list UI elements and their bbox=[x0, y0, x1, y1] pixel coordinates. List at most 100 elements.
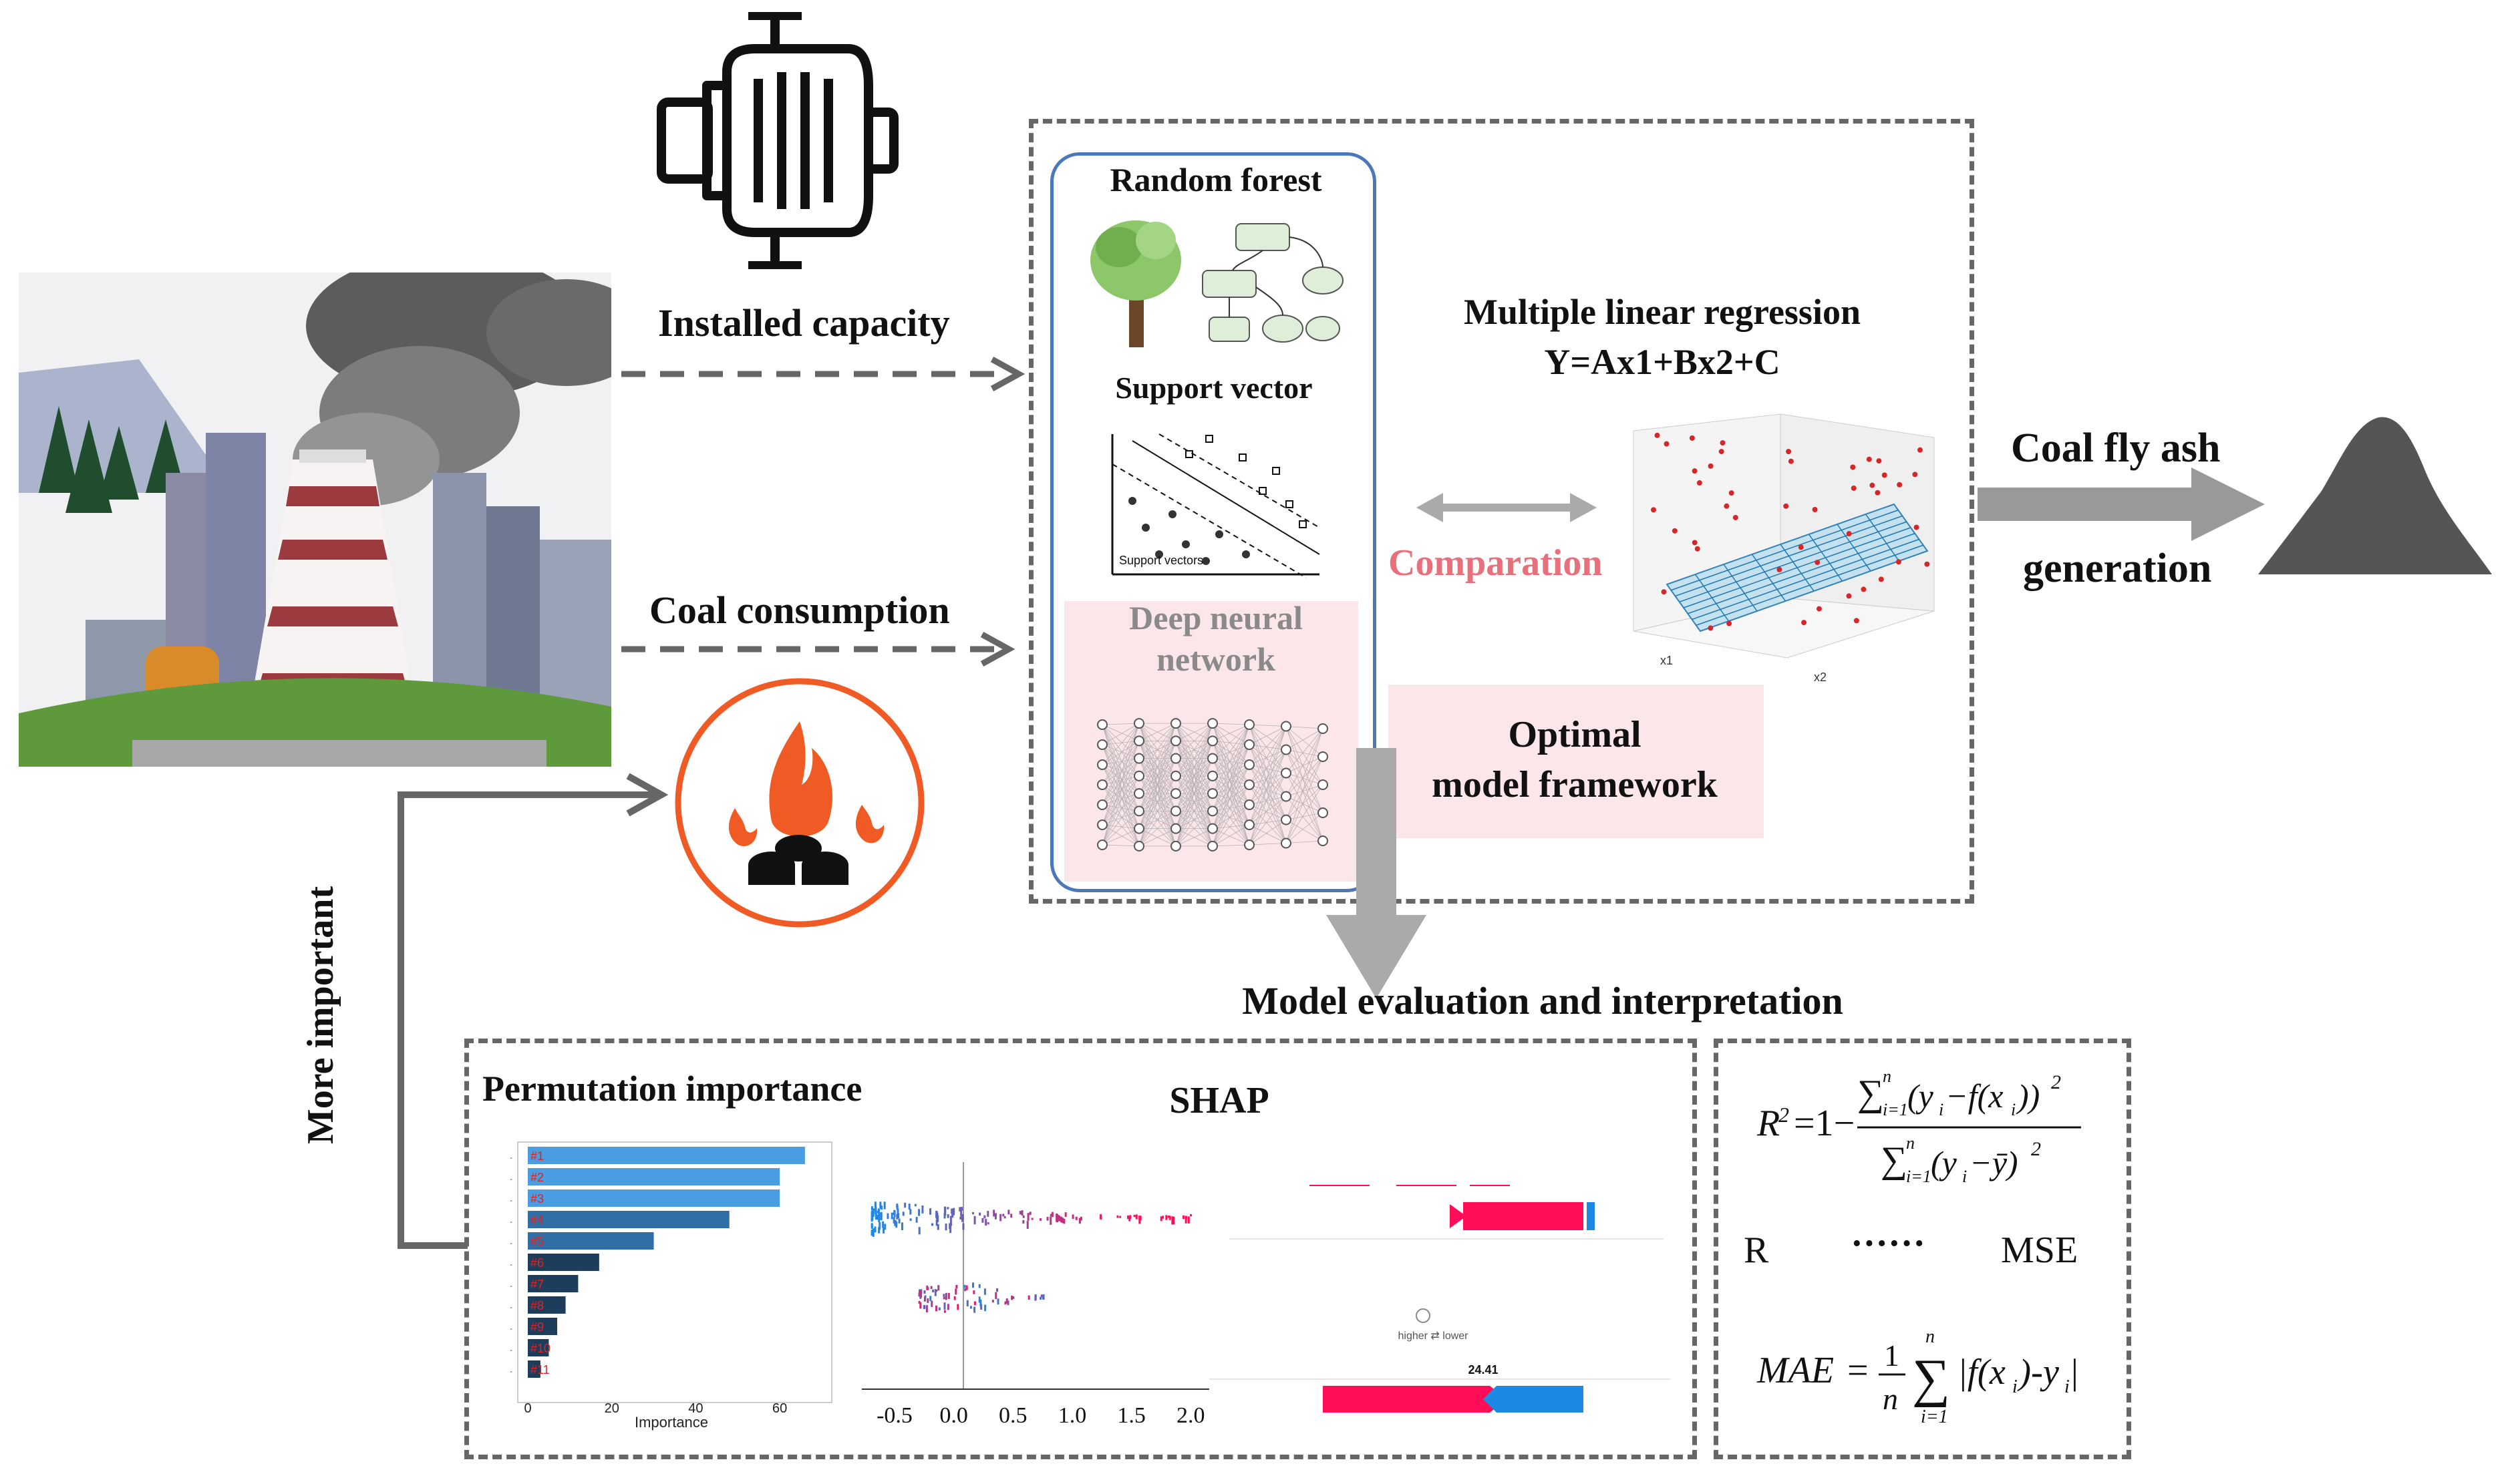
shap-point bbox=[961, 1207, 963, 1211]
shap-point bbox=[943, 1206, 946, 1216]
shap-point bbox=[931, 1223, 934, 1226]
shap-point bbox=[1050, 1216, 1052, 1225]
shap-tick: 2.0 bbox=[1176, 1403, 1205, 1428]
metric-formulas: R 2 =1− ∑ n i=1 (y i −f(x i )) 2 ∑ n i=1… bbox=[1744, 1067, 2081, 1427]
force-label: higher ⇄ lower bbox=[1398, 1330, 1468, 1342]
shap-point bbox=[872, 1228, 875, 1237]
shap-point bbox=[1100, 1214, 1102, 1219]
shap-point bbox=[981, 1218, 984, 1223]
dnn-node bbox=[1097, 799, 1108, 810]
shap-point bbox=[963, 1284, 966, 1288]
dnn-node bbox=[1134, 788, 1144, 799]
shap-tick: 0.0 bbox=[939, 1403, 968, 1428]
shap-point bbox=[945, 1292, 947, 1300]
shap-point bbox=[943, 1296, 945, 1300]
dnn-node bbox=[1170, 735, 1181, 747]
shap-point bbox=[879, 1201, 882, 1209]
svg-text:i: i bbox=[2064, 1376, 2070, 1397]
regression-point bbox=[1724, 503, 1730, 509]
importance-bar bbox=[528, 1275, 579, 1292]
shap-point bbox=[1028, 1295, 1030, 1300]
regression-point bbox=[1672, 528, 1678, 534]
svg-text:2: 2 bbox=[2031, 1138, 2041, 1160]
shap-tick: -0.5 bbox=[877, 1403, 913, 1428]
svg-text:2: 2 bbox=[1778, 1103, 1789, 1127]
shap-point bbox=[904, 1202, 907, 1208]
dnn-node bbox=[1097, 759, 1108, 770]
shap-point bbox=[951, 1210, 954, 1218]
support-vector-label: Support vector bbox=[1115, 371, 1313, 405]
shap-point bbox=[1187, 1216, 1190, 1224]
shap-point bbox=[921, 1205, 924, 1214]
svg-text:∑: ∑ bbox=[1912, 1349, 1950, 1408]
shap-point bbox=[937, 1285, 940, 1291]
random-forest-graphic bbox=[1090, 220, 1344, 347]
svg-text:-: - bbox=[510, 1174, 512, 1183]
regression-point bbox=[1718, 449, 1724, 455]
importance-tick: 60 bbox=[772, 1401, 787, 1416]
svg-text:i=1: i=1 bbox=[1921, 1407, 1948, 1427]
regression-point bbox=[1924, 561, 1930, 567]
regression-point bbox=[1897, 482, 1903, 488]
dnn-node bbox=[1281, 744, 1291, 755]
svg-text:i: i bbox=[1962, 1167, 1967, 1186]
optimal-line2: model framework bbox=[1432, 764, 1718, 805]
shap-point bbox=[918, 1292, 921, 1297]
regression-point bbox=[1661, 589, 1667, 595]
shap-point bbox=[1190, 1214, 1193, 1217]
support-vectors-note: Support vectors bbox=[1119, 554, 1203, 567]
regression-point bbox=[1798, 544, 1804, 550]
shap-title: SHAP bbox=[1169, 1080, 1269, 1121]
shap-point bbox=[871, 1224, 873, 1229]
shap-point bbox=[1127, 1215, 1130, 1220]
importance-bar-label: #11 bbox=[530, 1363, 550, 1376]
shap-point bbox=[919, 1302, 922, 1309]
shap-point bbox=[1034, 1294, 1037, 1298]
dnn-node bbox=[1170, 805, 1181, 817]
svg-text:i=1: i=1 bbox=[1883, 1100, 1908, 1119]
shap-point bbox=[959, 1216, 962, 1220]
svg-text:-: - bbox=[510, 1345, 512, 1354]
regression-point bbox=[1881, 472, 1887, 478]
shap-point bbox=[938, 1307, 941, 1311]
shap-point bbox=[950, 1223, 953, 1226]
shap-point bbox=[973, 1306, 976, 1313]
regression-point bbox=[1816, 606, 1822, 612]
dnn-node bbox=[1170, 753, 1181, 764]
regression-point bbox=[1692, 540, 1698, 546]
shap-point bbox=[883, 1227, 885, 1234]
shap-point bbox=[1007, 1300, 1009, 1306]
shap-point bbox=[1075, 1216, 1078, 1220]
shap-point bbox=[1080, 1216, 1082, 1221]
shap-point bbox=[1011, 1296, 1013, 1300]
shap-point bbox=[882, 1221, 885, 1228]
shap-point bbox=[1041, 1294, 1044, 1297]
regression-point bbox=[1708, 463, 1714, 469]
fire-coal-icon bbox=[675, 678, 925, 928]
svg-text:n: n bbox=[1883, 1067, 1891, 1086]
shap-point bbox=[1021, 1210, 1024, 1216]
importance-bar-label: #8 bbox=[530, 1299, 544, 1312]
optimal-line1: Optimal bbox=[1508, 714, 1641, 755]
shap-point bbox=[955, 1288, 957, 1295]
svg-text:=1−: =1− bbox=[1794, 1103, 1855, 1144]
regression-point bbox=[1708, 625, 1714, 631]
more-important-label: More important bbox=[300, 886, 341, 1145]
importance-bar bbox=[528, 1189, 780, 1207]
shap-point bbox=[930, 1286, 933, 1290]
svg-text:1: 1 bbox=[1884, 1338, 1899, 1372]
regression-point bbox=[1912, 472, 1918, 478]
svg-text:-: - bbox=[510, 1238, 512, 1248]
importance-bar bbox=[528, 1318, 557, 1335]
svg-text:i=1: i=1 bbox=[1906, 1167, 1931, 1186]
axis-x2-label: x2 bbox=[1814, 671, 1827, 684]
regression-point bbox=[1726, 620, 1732, 626]
shap-point bbox=[943, 1310, 946, 1313]
shap-point bbox=[926, 1285, 929, 1290]
svg-text:-: - bbox=[510, 1324, 512, 1333]
svg-text:)-y: )-y bbox=[2017, 1352, 2059, 1392]
importance-bar bbox=[528, 1254, 599, 1271]
shap-point bbox=[979, 1212, 981, 1216]
dnn-node bbox=[1207, 805, 1218, 817]
regression-point bbox=[1861, 586, 1867, 592]
